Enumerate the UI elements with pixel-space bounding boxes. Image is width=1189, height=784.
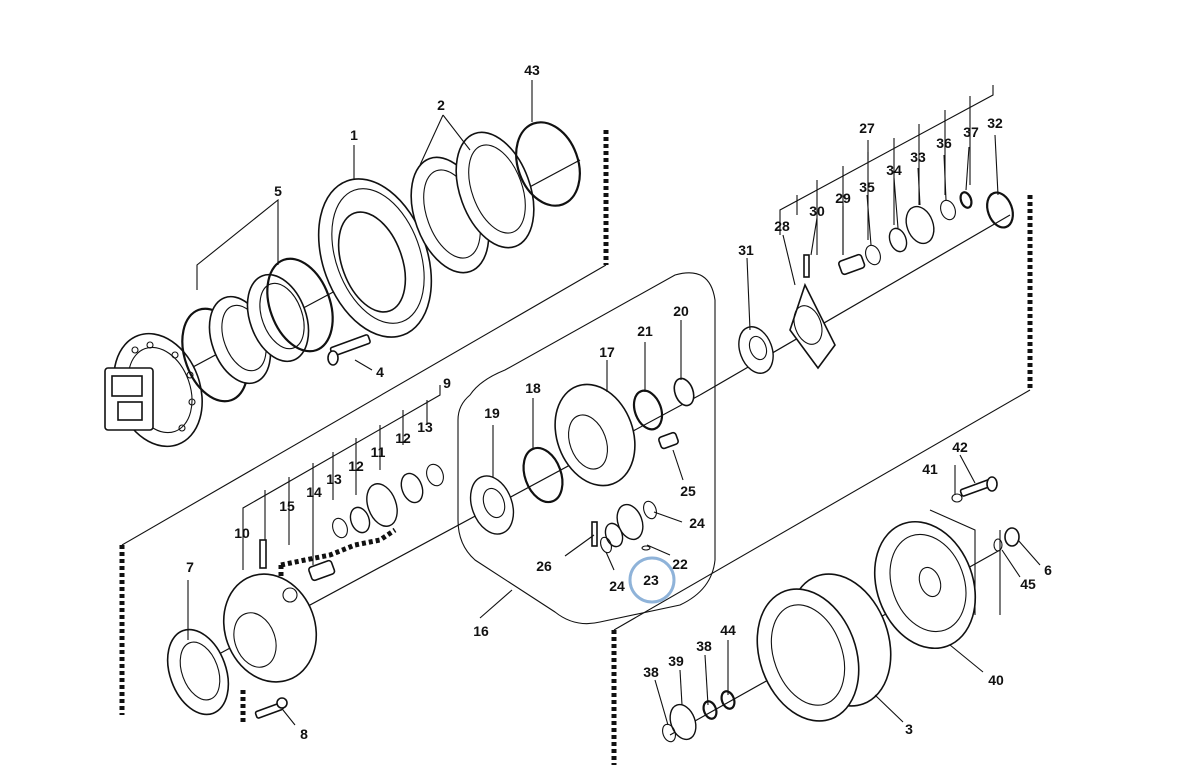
label-31: 31 [738,242,754,258]
part-number-labels: 43 2 1 5 4 9 13 12 11 12 13 14 15 10 7 8… [186,62,1052,742]
seal-45 [993,538,1003,552]
label-45: 45 [1020,576,1036,592]
label-29: 29 [835,190,851,206]
label-38a: 38 [643,664,659,680]
label-7: 7 [186,559,194,575]
hydraulic-motor [104,332,203,448]
pin-26 [591,521,598,547]
sun-gear-31 [738,326,774,374]
label-33: 33 [910,149,926,165]
label-17: 17 [599,344,615,360]
shaft-14 [308,559,336,582]
label-43: 43 [524,62,540,78]
pin-30 [803,254,810,278]
label-14: 14 [306,484,322,500]
label-8: 8 [300,726,308,742]
label-24a: 24 [689,515,705,531]
label-24b: 24 [609,578,625,594]
label-15: 15 [279,498,295,514]
washer-20 [673,377,695,407]
bolt-42 [959,476,998,497]
label-25: 25 [680,483,696,499]
label-12b: 12 [348,458,364,474]
ring-43 [515,121,581,207]
label-13b: 13 [326,471,342,487]
carrier-10 [222,573,318,683]
label-42: 42 [952,439,968,455]
pin-15 [259,539,267,569]
flange-28 [789,282,836,370]
label-32: 32 [987,115,1003,131]
label-12a: 12 [395,430,411,446]
planet-gear-set-22-24 [600,500,657,554]
seal-set-5 [181,257,334,403]
label-5: 5 [274,183,282,199]
sun-gear-39 [662,690,736,743]
label-27: 27 [859,120,875,136]
label-16: 16 [473,623,489,639]
label-38b: 38 [696,638,712,654]
leader-lines [187,80,1041,726]
drum-housing-3 [756,573,892,722]
label-26: 26 [536,558,552,574]
sprocket-hub-1 [317,178,433,338]
group-16-frame [457,272,716,625]
ring-gear-40 [873,520,977,650]
carrier-17 [554,383,636,487]
label-2: 2 [437,97,445,113]
highlight-ring-23 [628,556,676,604]
label-34: 34 [886,162,902,178]
pin-25 [658,431,679,450]
ring-32 [986,191,1014,229]
label-21: 21 [637,323,653,339]
label-13a: 13 [417,419,433,435]
bearing-34 [888,227,908,253]
label-11a: 11 [371,444,386,460]
label-20: 20 [673,303,689,319]
label-37: 37 [963,124,979,140]
label-18: 18 [525,380,541,396]
gear-33 [905,205,935,245]
label-23: 23 [643,572,659,588]
label-28: 28 [774,218,790,234]
planet-gear-set-11-12-13-left [332,463,444,539]
washer-36 [940,199,956,221]
label-36: 36 [936,135,952,151]
label-39: 39 [668,653,684,669]
ring-35 [865,244,881,266]
cover-plate-7 [166,628,230,716]
ring-18 [522,446,564,504]
label-30: 30 [809,203,825,219]
label-1: 1 [350,127,358,143]
label-6: 6 [1044,562,1052,578]
sleeve-29 [838,253,866,276]
label-44: 44 [720,622,736,638]
label-41: 41 [922,461,938,477]
ring-37 [959,191,973,209]
plug-6 [1004,527,1020,547]
label-22: 22 [672,556,688,572]
label-3: 3 [905,721,913,737]
bolt-8 [254,697,288,719]
dashed-boundaries [119,130,1033,765]
label-10: 10 [234,525,250,541]
sun-gear-19 [469,475,515,535]
ring-21 [632,389,664,431]
bolt-4 [327,334,371,366]
label-40: 40 [988,672,1004,688]
label-19: 19 [484,405,500,421]
label-9: 9 [443,375,451,391]
bearings-2 [410,131,535,274]
label-4: 4 [376,364,384,380]
washer-41 [951,493,963,503]
label-35: 35 [859,179,875,195]
